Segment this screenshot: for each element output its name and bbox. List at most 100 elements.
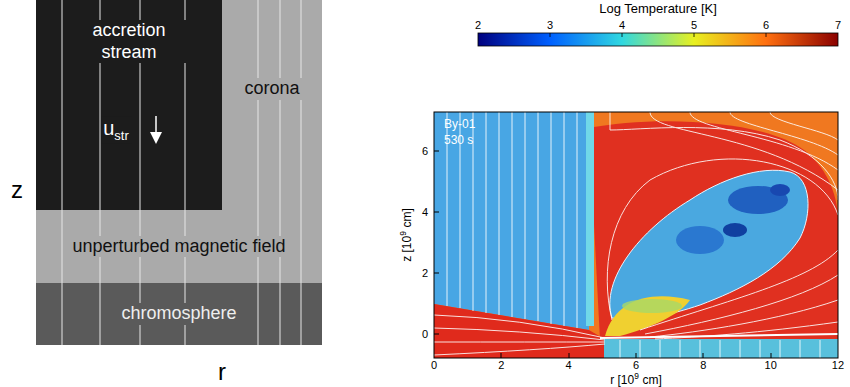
plot-shape bbox=[434, 151, 439, 152]
label-text: 4 bbox=[422, 206, 428, 218]
exponent: 9 bbox=[398, 231, 408, 236]
subscript: str bbox=[114, 128, 128, 143]
tick-label: 2 bbox=[422, 267, 428, 280]
plot-shape bbox=[622, 33, 623, 37]
plot-shape bbox=[434, 334, 439, 335]
field-lines bbox=[62, 0, 301, 345]
colorbar-title: Log Temperature [K] bbox=[599, 2, 717, 17]
tick-label: 2 bbox=[475, 19, 481, 32]
colorbar-ticks bbox=[550, 33, 766, 37]
label-text: r bbox=[218, 358, 226, 385]
plot-shape bbox=[780, 340, 781, 358]
plot-shape bbox=[600, 334, 838, 338]
plot-shape bbox=[640, 340, 641, 358]
flow-arrow bbox=[155, 116, 157, 138]
label-text: Log Temperature [K] bbox=[599, 1, 717, 16]
plot-shape bbox=[766, 33, 767, 37]
region-label: unperturbed magnetic field bbox=[69, 236, 288, 258]
tick-label: 0 bbox=[422, 328, 428, 341]
plot-shape bbox=[703, 353, 704, 358]
label-text: z [10 bbox=[400, 236, 414, 262]
plot-shape bbox=[645, 275, 838, 334]
label-text: 2 bbox=[475, 19, 481, 31]
plot-shape bbox=[434, 112, 838, 358]
plot-shape bbox=[740, 340, 741, 358]
tick-label: 0 bbox=[431, 359, 437, 372]
plot-shape bbox=[720, 340, 721, 358]
label-text: 0 bbox=[422, 328, 428, 340]
plot-shape bbox=[770, 184, 790, 196]
plot-shape bbox=[434, 112, 838, 358]
tick-label: 6 bbox=[422, 145, 428, 158]
stream-box: accretion stream bbox=[36, 0, 222, 210]
tick-label: 7 bbox=[835, 19, 841, 32]
corona-box: corona bbox=[222, 0, 322, 210]
plot-shape bbox=[280, 0, 281, 345]
plot-shape bbox=[538, 112, 539, 321]
tick-label: 4 bbox=[619, 19, 625, 32]
run-label: By-01 bbox=[444, 118, 475, 132]
plot-shape bbox=[610, 170, 808, 319]
label-text: 2 bbox=[498, 359, 504, 371]
plot-shape bbox=[62, 0, 63, 345]
axis-ticks bbox=[434, 151, 771, 358]
tick-label: 10 bbox=[765, 359, 777, 372]
tick-label: 6 bbox=[633, 359, 639, 372]
plot-shape bbox=[551, 112, 552, 324]
axis-title: r [109cm] bbox=[610, 372, 662, 387]
plot-shape bbox=[723, 223, 747, 237]
plot-shape bbox=[660, 340, 661, 358]
plot-shape bbox=[586, 112, 594, 326]
plot-frame bbox=[434, 112, 838, 358]
plot-shape bbox=[434, 315, 605, 338]
chromosphere-band: chromosphere bbox=[36, 283, 322, 345]
plot-shape bbox=[610, 112, 838, 200]
plot-shape bbox=[258, 0, 259, 345]
plot-shape bbox=[486, 112, 487, 313]
plot-shape bbox=[690, 112, 838, 170]
axis-letter: z bbox=[11, 176, 23, 204]
tick-label: 12 bbox=[832, 359, 844, 372]
corona-region bbox=[36, 0, 322, 283]
plot-shape bbox=[636, 353, 637, 358]
plot-shape bbox=[589, 121, 838, 340]
plot-shape bbox=[694, 33, 695, 37]
plot-shape bbox=[820, 340, 821, 358]
colorbar bbox=[478, 33, 838, 46]
label-text: 3 bbox=[547, 19, 553, 31]
region-label: accretion stream bbox=[66, 20, 192, 63]
plot-shape bbox=[434, 112, 589, 330]
plot-shape bbox=[680, 340, 681, 358]
axis-letter: r bbox=[218, 358, 226, 386]
plot-shape bbox=[434, 342, 605, 343]
plot-shape bbox=[620, 340, 621, 358]
plot-shape bbox=[577, 112, 578, 328]
label-text: 2 bbox=[422, 267, 428, 279]
label-text: 6 bbox=[763, 19, 769, 31]
label-text: 4 bbox=[566, 359, 572, 371]
tick-label: 5 bbox=[691, 19, 697, 32]
label-text: 6 bbox=[422, 145, 428, 157]
region-label: chromosphere bbox=[118, 303, 239, 325]
plot-shape bbox=[730, 112, 838, 155]
plot-shape bbox=[771, 353, 772, 358]
label-text: 8 bbox=[700, 359, 706, 371]
label-text: u bbox=[103, 117, 114, 139]
plot-shape bbox=[434, 344, 605, 355]
label-text: 530 s bbox=[444, 133, 473, 147]
tick-label: 3 bbox=[547, 19, 553, 32]
plot-shape bbox=[512, 112, 513, 317]
label-text: r [10 bbox=[610, 373, 634, 387]
label-text: 4 bbox=[619, 19, 625, 31]
stream-region bbox=[36, 0, 222, 210]
plot-shape bbox=[550, 33, 551, 37]
label-text: 12 bbox=[832, 359, 844, 371]
plot-shape bbox=[564, 112, 565, 326]
plot-shape bbox=[501, 353, 502, 358]
plot-shape bbox=[604, 339, 838, 358]
plot-shape bbox=[605, 296, 690, 336]
plot-shape bbox=[760, 340, 761, 358]
plot-shape bbox=[499, 112, 500, 315]
tick-label: 8 bbox=[700, 359, 706, 372]
